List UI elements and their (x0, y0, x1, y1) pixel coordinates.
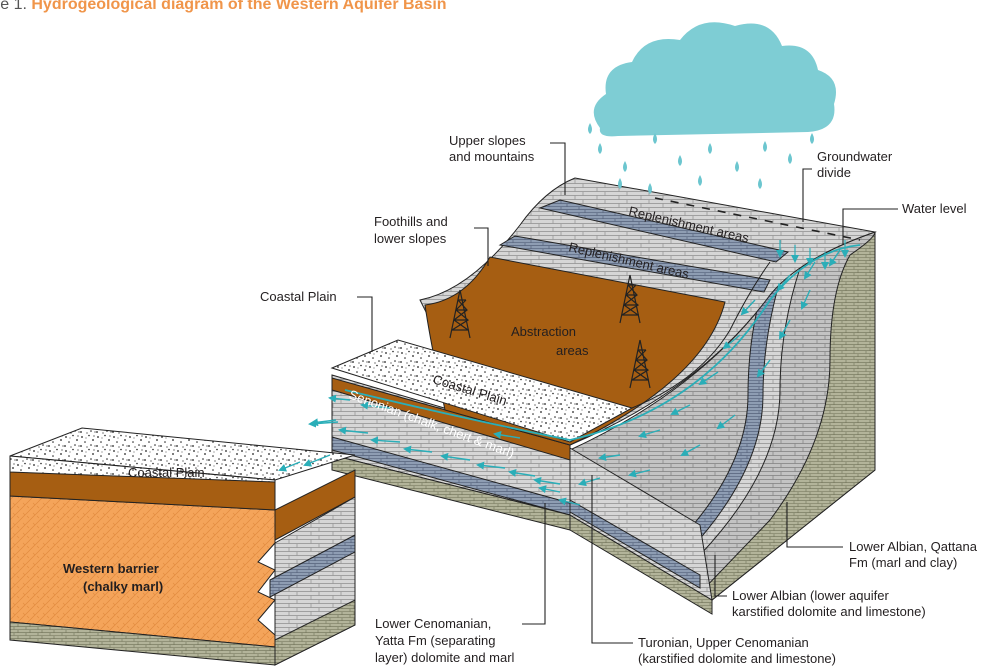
raindrops (588, 123, 814, 194)
raindrop-icon (618, 178, 622, 189)
raindrop-icon (678, 155, 682, 166)
coastal-plain-barrier-label: Coastal Plain (128, 465, 205, 480)
flow-arrow-icon (278, 461, 301, 472)
leader-lower-albian-qattana (786, 502, 843, 548)
turonian-label-1: Turonian, Upper Cenomanian (638, 635, 809, 650)
lower-cenomanian-label-1: Lower Cenomanian, (375, 616, 491, 631)
upper-slopes-label-1: Upper slopes (449, 133, 526, 148)
flow-arrow-icon (578, 477, 601, 487)
raindrop-icon (758, 178, 762, 189)
leader-lower-cenomanian (522, 503, 546, 625)
leader-turonian (591, 475, 633, 644)
flow-arrow-icon (440, 452, 471, 461)
barrier-front-marl (9, 621, 276, 666)
upper-slopes-label-2: and mountains (449, 149, 535, 164)
flow-arrow-icon (779, 319, 791, 340)
flow-arrow-icon (403, 445, 433, 454)
raindrop-icon (653, 133, 657, 144)
coastal-plain-callout-label: Coastal Plain (260, 289, 337, 304)
raindrop-icon (588, 123, 592, 134)
figure-number: ure 1. (0, 0, 27, 13)
raindrop-icon (735, 161, 739, 172)
lower-cenomanian-label-3: layer) dolomite and marl (375, 650, 515, 665)
raindrop-icon (788, 153, 792, 164)
flow-arrow-icon (558, 497, 581, 506)
flow-arrow-icon (628, 469, 651, 478)
flow-arrow-icon (338, 426, 369, 435)
flow-arrow-icon (508, 468, 536, 477)
flow-arrow-icon (722, 334, 741, 350)
well-derrick-icon-3 (629, 339, 651, 389)
barrier-side-blue (269, 534, 356, 598)
flow-arrow-icon (476, 461, 506, 470)
hill-edge (631, 261, 771, 409)
flow-arrow-icon (716, 414, 736, 430)
leader-upper-slopes (550, 142, 566, 195)
abstraction-label-2: areas (556, 343, 589, 358)
leader-water-level (842, 208, 898, 245)
lower-albian-qattana-label-2: Fm (marl and clay) (849, 555, 957, 570)
foothills-label-2: lower slopes (374, 231, 447, 246)
flow-arrow-icon (493, 430, 521, 439)
rain-cloud-icon (593, 22, 836, 137)
foothills-label-1: Foothills and (374, 214, 448, 229)
raindrop-icon (648, 183, 652, 194)
callout-leaders (357, 142, 898, 644)
flow-arrow-icon (670, 404, 691, 415)
raindrop-icon (598, 143, 602, 154)
flow-arrow-icon (800, 289, 811, 310)
leader-groundwater-divide (802, 168, 812, 222)
raindrop-icon (623, 161, 627, 172)
flow-arrow-icon (756, 359, 771, 378)
raindrop-icon (698, 175, 702, 186)
western-barrier-label-2: (chalky marl) (83, 579, 163, 594)
flow-arrow-icon (680, 444, 701, 456)
groundwater-divide-label-2: divide (817, 165, 851, 180)
western-barrier-label-1: Western barrier (63, 561, 159, 576)
groundwater-divide-line (654, 197, 861, 241)
flow-arrow-icon (638, 429, 661, 439)
well-derrick-icon-2 (619, 274, 641, 324)
groundwater-divide-label-1: Groundwater (817, 149, 893, 164)
lower-albian-qattana-label-1: Lower Albian, Qattana (849, 539, 978, 554)
western-barrier-block (9, 427, 356, 666)
lower-albian-aquifer-label-1: Lower Albian (lower aquifer (732, 588, 889, 603)
abstraction-label-1: Abstraction (511, 324, 576, 339)
flow-arrow-icon (598, 453, 621, 462)
flow-arrow-icon (328, 394, 351, 403)
replenishment-band-2 (498, 235, 771, 293)
lower-cenomanian-label-2: Yatta Fm (separating (375, 633, 495, 648)
figure-title-text: Hydrogeological diagram of the Western A… (31, 0, 447, 13)
flow-arrow-icon (828, 249, 841, 267)
flow-arrows (278, 240, 849, 506)
replenishment-band-1 (538, 199, 790, 263)
flow-arrow-icon (310, 418, 337, 427)
front-lower-blue (569, 499, 701, 589)
lower-albian-aquifer-label-2: karstified dolomite and limestone) (732, 604, 926, 619)
figure-title: ure 1. Hydrogeological diagram of the We… (0, 0, 447, 16)
flow-arrow-icon (370, 436, 401, 445)
raindrop-icon (810, 133, 814, 144)
raindrop-icon (708, 143, 712, 154)
turonian-label-2: (karstified dolomite and limestone) (638, 651, 836, 666)
leader-coastal-plain (357, 296, 373, 352)
water-level-line (344, 244, 861, 441)
raindrop-icon (763, 141, 767, 152)
flow-arrow-icon (740, 299, 756, 316)
flow-arrow-icon (698, 371, 719, 386)
water-level-label: Water level (902, 201, 967, 216)
leader-lower-albian-aquifer (714, 555, 727, 597)
well-derrick-icon (449, 289, 471, 339)
barrier-top-front (9, 455, 276, 483)
main-block (330, 177, 877, 615)
flow-arrow-icon (360, 401, 391, 410)
flow-arrow-icon (533, 476, 561, 485)
flow-arrow-icon (303, 454, 331, 467)
flow-arrow-icon (538, 485, 561, 494)
flow-arrow-icon (776, 274, 791, 292)
leader-foothills (474, 227, 489, 266)
